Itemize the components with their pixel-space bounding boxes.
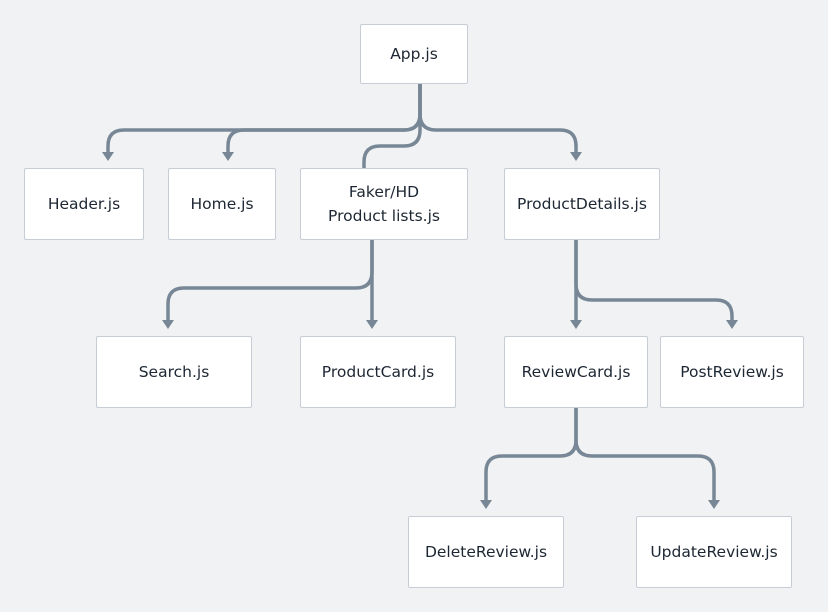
node-search-js[interactable]: Search.js	[96, 336, 252, 408]
node-home-js[interactable]: Home.js	[168, 168, 276, 240]
edge-app-to-home	[226, 84, 422, 154]
edge-faker-to-search	[166, 240, 374, 322]
edge-reviewcard-to-updatereview	[574, 408, 716, 502]
node-faker-product-lists-js[interactable]: Faker/HD Product lists.js	[300, 168, 468, 240]
node-product-details-js[interactable]: ProductDetails.js	[504, 168, 660, 240]
arrowhead-productdetails	[570, 152, 582, 161]
edge-productdetails-to-postreview	[574, 240, 734, 322]
arrowhead-home	[222, 152, 234, 161]
edge-app-to-productdetails	[418, 84, 578, 154]
node-app-js[interactable]: App.js	[360, 24, 468, 84]
node-delete-review-js[interactable]: DeleteReview.js	[408, 516, 564, 588]
node-header-js[interactable]: Header.js	[24, 168, 144, 240]
edge-reviewcard-to-deletereview	[484, 408, 578, 502]
arrowhead-postreview	[726, 320, 738, 329]
arrowhead-updatereview	[708, 500, 720, 509]
node-product-card-js[interactable]: ProductCard.js	[300, 336, 456, 408]
arrowhead-header	[102, 152, 114, 161]
edge-app-to-header	[106, 84, 422, 154]
arrowhead-productcard	[366, 320, 378, 329]
edge-app-to-faker	[362, 84, 422, 168]
node-update-review-js[interactable]: UpdateReview.js	[636, 516, 792, 588]
arrowhead-reviewcard	[570, 320, 582, 329]
node-review-card-js[interactable]: ReviewCard.js	[504, 336, 648, 408]
arrowhead-deletereview	[480, 500, 492, 509]
arrowhead-search	[162, 320, 174, 329]
node-post-review-js[interactable]: PostReview.js	[660, 336, 804, 408]
